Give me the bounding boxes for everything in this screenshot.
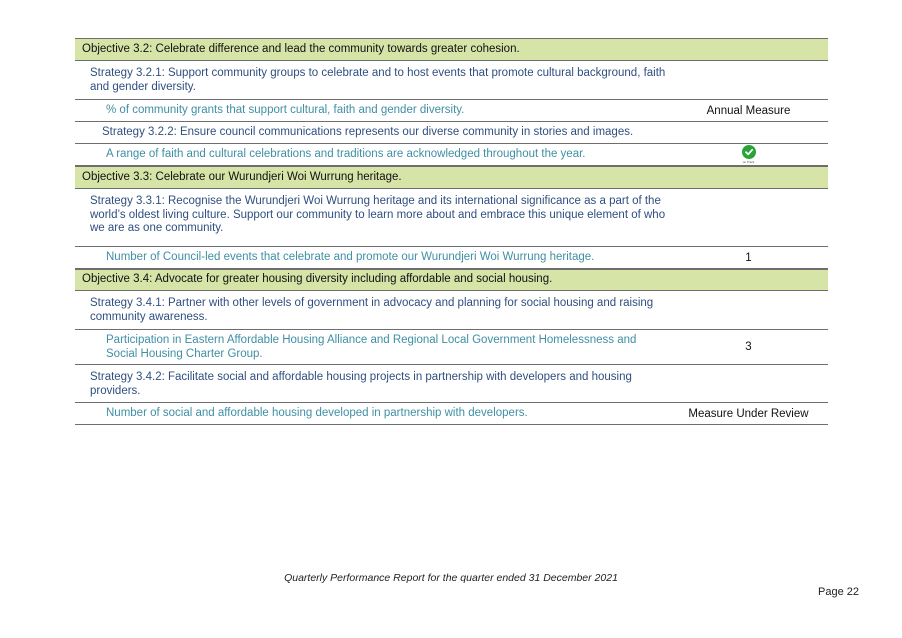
strategy-text: Strategy 3.2.1: Support community groups… <box>90 67 666 93</box>
strategy-row: Strategy 3.4.1: Partner with other level… <box>75 291 828 330</box>
row-value <box>669 61 828 99</box>
strategy-text: Strategy 3.4.1: Partner with other level… <box>90 297 654 323</box>
performance-table: Objective 3.2: Celebrate difference and … <box>75 38 828 425</box>
measure-row: Number of Council-led events that celebr… <box>75 247 828 269</box>
objective-row: Objective 3.3: Celebrate our Wurundjeri … <box>75 166 828 189</box>
report-footer: Quarterly Performance Report for the qua… <box>284 572 618 584</box>
measure-value: 1 <box>745 251 752 264</box>
strategy-text: Strategy 3.3.1: Recognise the Wurundjeri… <box>90 195 666 234</box>
measure-text: Number of social and affordable housing … <box>106 406 528 419</box>
objective-text: Objective 3.4: Advocate for greater hous… <box>82 273 553 286</box>
row-value <box>669 270 828 290</box>
objective-text: Objective 3.3: Celebrate our Wurundjeri … <box>82 170 402 183</box>
measure-row: Number of social and affordable housing … <box>75 403 828 425</box>
measure-value: 3 <box>745 341 752 353</box>
measure-row: % of community grants that support cultu… <box>75 100 828 122</box>
measure-text: Number of Council-led events that celebr… <box>106 250 595 263</box>
measure-row: Participation in Eastern Affordable Hous… <box>75 330 828 365</box>
measure-text: Participation in Eastern Affordable Hous… <box>106 334 637 360</box>
measure-text: A range of faith and cultural celebratio… <box>106 147 586 160</box>
row-value <box>669 122 828 143</box>
row-value <box>669 189 828 246</box>
objective-row: Objective 3.4: Advocate for greater hous… <box>75 269 828 291</box>
measure-text: % of community grants that support cultu… <box>106 103 465 116</box>
row-value <box>669 167 828 188</box>
strategy-text: Strategy 3.2.2: Ensure council communica… <box>102 125 634 138</box>
row-value <box>669 365 828 402</box>
page-number: Page 22 <box>818 586 859 598</box>
row-value <box>669 291 828 329</box>
measure-value: Measure Under Review <box>688 407 809 420</box>
strategy-text: Strategy 3.4.2: Facilitate social and af… <box>90 371 632 397</box>
measure-row: A range of faith and cultural celebratio… <box>75 144 828 166</box>
objective-text: Objective 3.2: Celebrate difference and … <box>82 42 520 55</box>
strategy-row: Strategy 3.4.2: Facilitate social and af… <box>75 365 828 403</box>
strategy-row: Strategy 3.2.1: Support community groups… <box>75 61 828 100</box>
status-cell: on Track <box>669 144 828 165</box>
strategy-row: Strategy 3.2.2: Ensure council communica… <box>75 122 828 144</box>
status-badge: on Track <box>741 145 756 164</box>
objective-row: Objective 3.2: Celebrate difference and … <box>75 38 828 61</box>
measure-value: Annual Measure <box>706 104 791 117</box>
strategy-row: Strategy 3.3.1: Recognise the Wurundjeri… <box>75 189 828 247</box>
check-circle-icon <box>741 145 756 159</box>
status-label: on Track <box>742 160 755 164</box>
row-value <box>669 39 828 60</box>
